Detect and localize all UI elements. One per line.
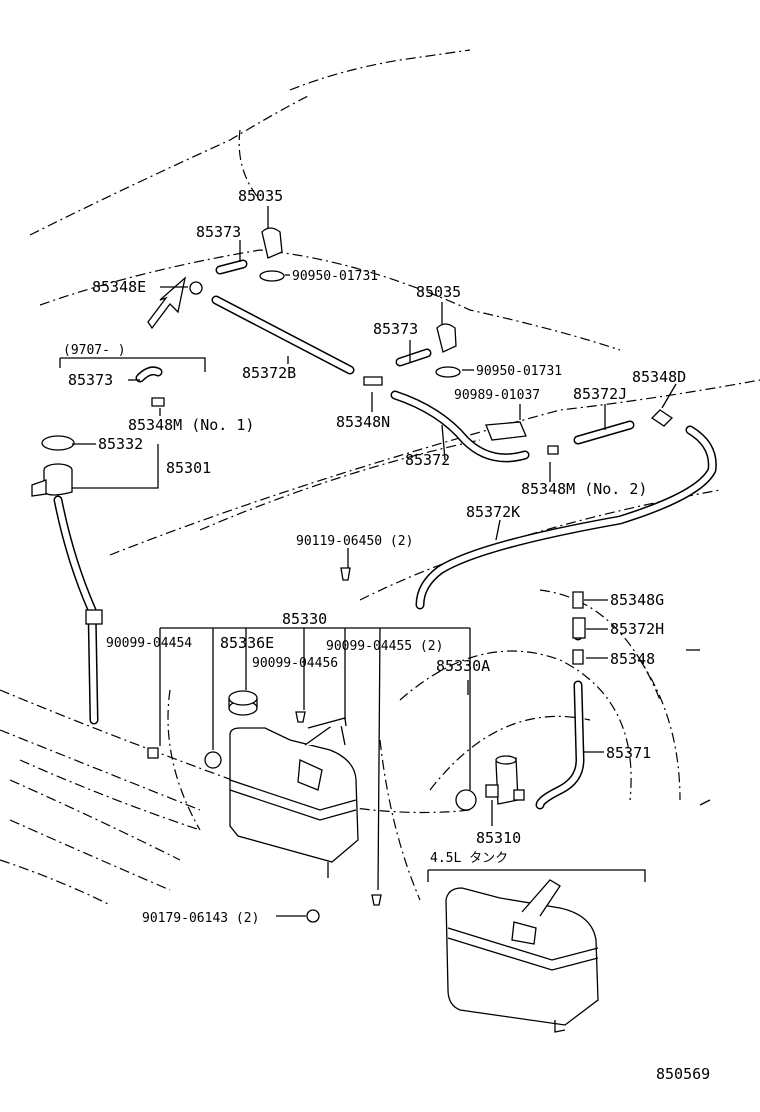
label-90099-04454: 90099-04454 [106, 636, 192, 651]
label-85372k: 85372K [466, 503, 520, 521]
label-90119-06450: 90119-06450 (2) [296, 534, 413, 549]
label-85348d: 85348D [632, 368, 686, 386]
label-9707-note: (9707- ) [63, 343, 126, 358]
label-85371: 85371 [606, 744, 651, 762]
label-85348g: 85348G [610, 591, 664, 609]
body-outline [0, 49, 760, 906]
label-85035-upper: 85035 [238, 187, 283, 205]
washer-pump [455, 755, 525, 811]
part-labels: 85035 85373 85348E 90950-01731 85035 853… [63, 187, 710, 1083]
label-85301: 85301 [166, 459, 211, 477]
label-85336e: 85336E [220, 634, 274, 652]
washer-tank [204, 717, 359, 878]
hoses [135, 259, 717, 810]
label-85373-variant: 85373 [68, 371, 113, 389]
label-90099-04456: 90099-04456 [252, 656, 338, 671]
label-4-5l-tank: 4.5L タンク [430, 851, 508, 866]
label-85310: 85310 [476, 829, 521, 847]
label-85348e: 85348E [92, 278, 146, 296]
label-90099-04455: 90099-04455 (2) [326, 639, 443, 654]
label-85373-lower: 85373 [373, 320, 418, 338]
label-85332: 85332 [98, 435, 143, 453]
label-85373-upper: 85373 [196, 223, 241, 241]
nozzles [147, 227, 674, 923]
label-85330: 85330 [282, 610, 327, 628]
label-85330a: 85330A [436, 657, 490, 675]
label-85035-lower: 85035 [416, 283, 461, 301]
tank-4-5l [445, 879, 599, 1033]
label-85372: 85372 [405, 451, 450, 469]
label-85372j: 85372J [573, 385, 627, 403]
filler-neck [31, 435, 103, 725]
label-85348m-no2: 85348M (No. 2) [521, 480, 647, 498]
leader-lines [59, 206, 700, 917]
label-85348m-no1: 85348M (No. 1) [128, 416, 254, 434]
label-90950-01731-lower: 90950-01731 [476, 364, 562, 379]
label-85348n: 85348N [336, 413, 390, 431]
label-90179-06143: 90179-06143 (2) [142, 911, 259, 926]
label-90989-01037: 90989-01037 [454, 388, 540, 403]
label-85372h: 85372H [610, 620, 664, 638]
figure-number: 850569 [656, 1065, 710, 1083]
label-90950-01731-upper: 90950-01731 [292, 269, 378, 284]
label-85372b: 85372B [242, 364, 296, 382]
label-85348: 85348 [610, 650, 655, 668]
